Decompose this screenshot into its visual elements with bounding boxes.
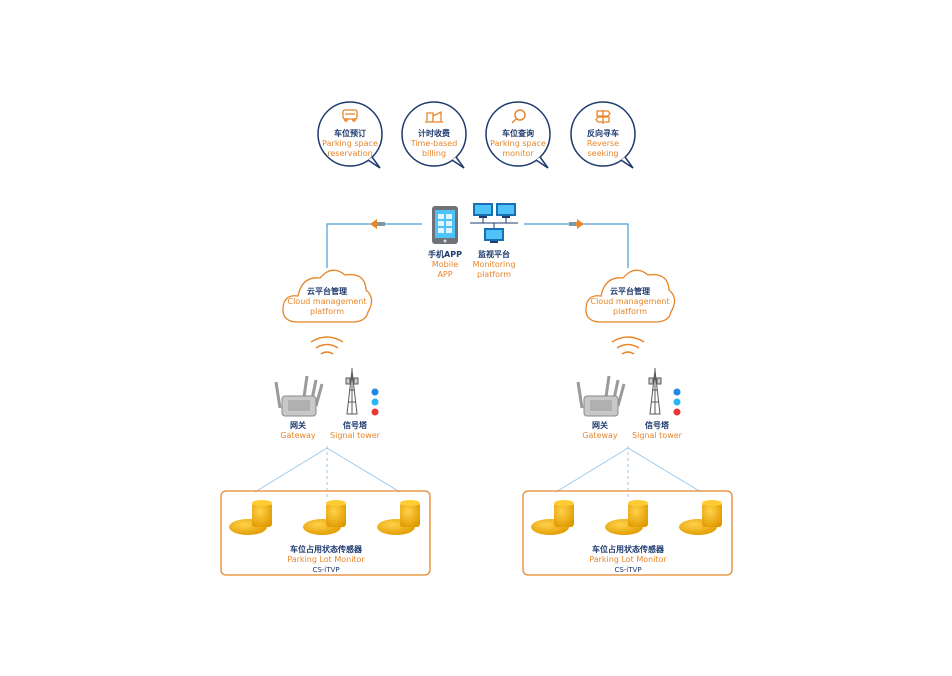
gateway-en: Gateway xyxy=(280,431,316,440)
feature-en-line2: reservation xyxy=(327,149,373,158)
gateway-label-left: 网关 Gateway xyxy=(268,421,328,441)
feature-cn: 车位预订 xyxy=(334,129,366,138)
sensor-en: Parking Lot Monitor xyxy=(589,555,667,564)
gateway-icon-left xyxy=(274,375,324,417)
arrow-icon-right xyxy=(569,219,584,229)
monitoring-cn: 监视平台 xyxy=(478,250,510,259)
sensor-code: CS-iTVP xyxy=(614,566,642,574)
mobile-app-label: 手机APP Mobile APP xyxy=(415,250,475,280)
feature-en-line1: Reverse xyxy=(586,139,620,148)
cloud-en2: platform xyxy=(310,307,344,316)
tower-en: Signal tower xyxy=(330,431,380,440)
connection-lines xyxy=(326,223,629,268)
mobile-app-cn: 手机APP xyxy=(428,250,462,259)
wifi-icon-left xyxy=(310,336,344,355)
feature-en-line2: seeking xyxy=(587,149,619,158)
sensor-icon xyxy=(377,500,420,535)
sensor-icon xyxy=(605,500,648,535)
cloud-label-right: 云平台管理 Cloud management platform xyxy=(585,287,675,317)
sensor-label-left: 车位占用状态传感器 Parking Lot Monitor CS-iTVP xyxy=(266,545,386,575)
feature-label-billing: 计时收费 Time-based billing xyxy=(394,129,474,159)
gateway-cn: 网关 xyxy=(290,421,306,430)
sensor-icon xyxy=(531,500,574,535)
sensor-links-right xyxy=(555,446,702,500)
feature-cn: 反向寻车 xyxy=(587,129,619,138)
search-icon xyxy=(511,109,526,124)
feature-bubble-monitor xyxy=(485,101,551,169)
feature-cn: 计时收费 xyxy=(418,129,450,138)
cloud-icon-left xyxy=(282,269,373,323)
tower-en: Signal tower xyxy=(632,431,682,440)
cloud-en2: platform xyxy=(613,307,647,316)
mobile-app-en1: Mobile xyxy=(431,260,459,269)
cloud-en1: Cloud management xyxy=(590,297,670,306)
gateway-cn: 网关 xyxy=(592,421,608,430)
sensor-en: Parking Lot Monitor xyxy=(287,555,365,564)
cloud-label-left: 云平台管理 Cloud management platform xyxy=(282,287,372,317)
gateway-en: Gateway xyxy=(582,431,618,440)
feature-label-reverse: 反向寻车 Reverse seeking xyxy=(563,129,643,159)
sensor-box-right xyxy=(522,490,733,576)
sensor-box-left xyxy=(220,490,431,576)
tower-label-left: 信号塔 Signal tower xyxy=(320,421,390,441)
mobile-app-en2: APP xyxy=(437,270,453,279)
billing-icon xyxy=(425,110,443,123)
feature-en-line1: Parking space xyxy=(322,139,378,148)
cloud-icon-right xyxy=(585,269,676,323)
tower-icon-left xyxy=(345,368,359,415)
car-icon xyxy=(342,109,358,122)
feature-bubble-billing xyxy=(401,101,467,169)
cloud-cn: 云平台管理 xyxy=(307,287,347,296)
feature-label-reservation: 车位预订 Parking space reservation xyxy=(310,129,390,159)
feature-bubble-reservation xyxy=(317,101,383,169)
sensor-icon xyxy=(679,500,722,535)
carrier-logos-right xyxy=(673,388,681,416)
sensor-links-left xyxy=(254,446,401,500)
monitor-network-icon xyxy=(470,203,518,243)
monitoring-en2: platform xyxy=(477,270,511,279)
gateway-icon-right xyxy=(576,375,626,417)
wifi-icon-right xyxy=(611,336,645,355)
cloud-cn: 云平台管理 xyxy=(610,287,650,296)
carrier-logos-left xyxy=(371,388,379,416)
monitoring-label: 监视平台 Monitoring platform xyxy=(464,250,524,280)
feature-en-line1: Time-based xyxy=(410,139,458,148)
gateway-label-right: 网关 Gateway xyxy=(570,421,630,441)
feature-label-monitor: 车位查询 Parking space monitor xyxy=(478,129,558,159)
tower-icon-right xyxy=(648,368,662,415)
sensor-label-right: 车位占用状态传感器 Parking Lot Monitor CS-iTVP xyxy=(568,545,688,575)
tower-cn: 信号塔 xyxy=(343,421,367,430)
feature-en-line1: Parking space xyxy=(490,139,546,148)
feature-en-line2: monitor xyxy=(502,149,534,158)
arrow-icon-left xyxy=(370,219,385,229)
sensor-cn: 车位占用状态传感器 xyxy=(592,545,664,554)
tower-cn: 信号塔 xyxy=(645,421,669,430)
cloud-en1: Cloud management xyxy=(287,297,367,306)
tower-label-right: 信号塔 Signal tower xyxy=(622,421,692,441)
sensor-icon xyxy=(229,500,272,535)
feature-en-line2: billing xyxy=(421,149,447,158)
sensor-code: CS-iTVP xyxy=(312,566,340,574)
sensor-icon xyxy=(303,500,346,535)
monitoring-en1: Monitoring xyxy=(472,260,516,269)
signpost-icon xyxy=(595,110,611,124)
tablet-icon xyxy=(432,206,458,244)
feature-cn: 车位查询 xyxy=(502,129,534,138)
feature-bubble-reverse xyxy=(570,101,636,169)
sensor-cn: 车位占用状态传感器 xyxy=(290,545,362,554)
